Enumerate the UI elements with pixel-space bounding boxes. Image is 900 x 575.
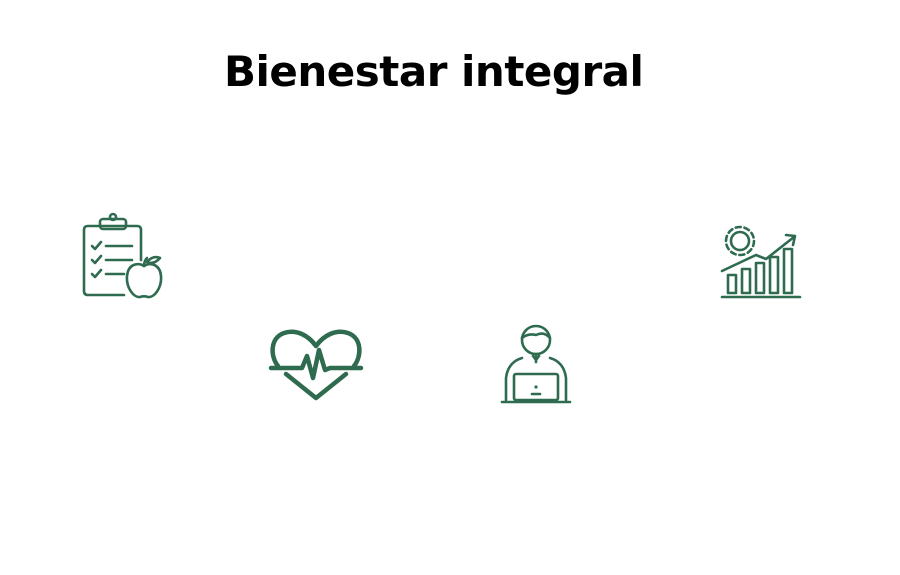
page-title: Bienestar integral (224, 47, 644, 96)
growth-chart-gear-icon (716, 217, 806, 301)
person-laptop-icon (498, 320, 576, 408)
heart-pulse-icon (266, 326, 366, 404)
nutrition-checklist-icon (78, 210, 166, 302)
